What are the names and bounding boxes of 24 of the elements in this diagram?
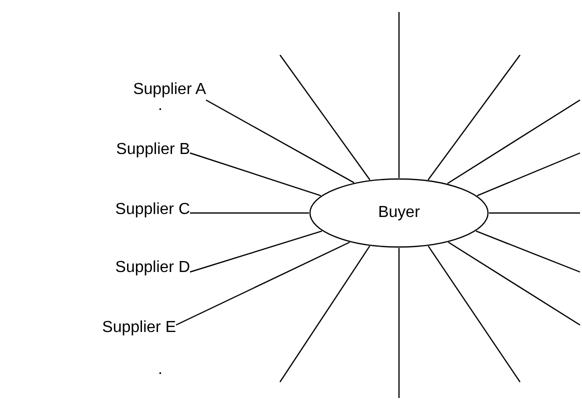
connector-line (190, 230, 322, 273)
radiating-line (428, 54, 520, 180)
dot-mark: . (158, 97, 162, 115)
connector-line (206, 99, 354, 184)
dot-mark: . (158, 361, 162, 379)
radiating-line (448, 242, 580, 326)
connector-line (190, 212, 309, 214)
radiating-line (447, 100, 580, 184)
radiating-line (428, 246, 520, 382)
supplier-label: Supplier B (116, 141, 190, 159)
supplier-label: Supplier C (115, 201, 190, 219)
radiating-line (280, 246, 370, 382)
radiating-line (280, 54, 370, 180)
supplier-label: Supplier E (102, 319, 176, 337)
radiating-line (398, 12, 400, 178)
connector-line (176, 242, 350, 326)
radiating-line (476, 152, 580, 196)
node-label: Buyer (378, 204, 420, 222)
connector-line (190, 152, 322, 196)
supplier-label: Supplier D (115, 259, 190, 277)
radiating-line (398, 248, 400, 398)
radiating-line (476, 230, 580, 273)
radiating-line (489, 212, 580, 214)
supplier-label: Supplier A (133, 81, 206, 99)
